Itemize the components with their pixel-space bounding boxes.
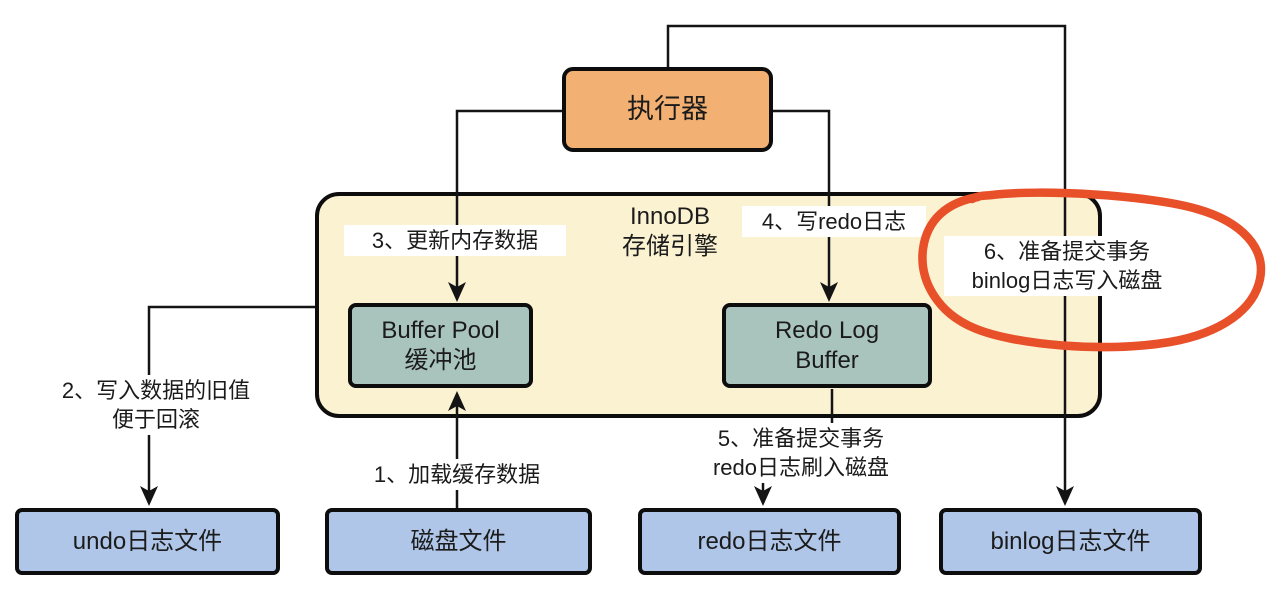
redo-log-file-node: redo日志文件 — [638, 508, 901, 575]
buffer-pool-label-line2: 缓冲池 — [404, 346, 477, 374]
innodb-engine-title: InnoDB 存储引擎 — [585, 202, 755, 262]
step3-line1: 3、更新内存数据 — [371, 228, 539, 253]
line-step4-executor-to-redo-buffer — [773, 109, 831, 289]
step4-label: 4、写redo日志 — [742, 206, 926, 238]
binlog-log-file-node: binlog日志文件 — [939, 508, 1202, 575]
step6-label: 6、准备提交事务 binlog日志写入磁盘 — [944, 236, 1190, 297]
binlog-log-file-label: binlog日志文件 — [990, 527, 1151, 555]
arrowhead-redo-file — [754, 486, 772, 506]
step6-line1: 6、准备提交事务 — [983, 239, 1151, 264]
line-step3-executor-to-buffer-pool — [455, 109, 562, 289]
step5-line2: redo日志刷入磁盘 — [712, 455, 890, 481]
step6-line2: binlog日志写入磁盘 — [971, 268, 1163, 294]
arrowhead-redo-buffer-top — [820, 282, 838, 302]
undo-log-file-label: undo日志文件 — [72, 527, 223, 555]
arrowhead-binlog — [1056, 486, 1074, 506]
executor-label: 执行器 — [627, 94, 708, 125]
step3-label: 3、更新内存数据 — [344, 225, 566, 257]
step1-line1: 1、加载缓存数据 — [373, 462, 541, 487]
buffer-pool-label-line1: Buffer Pool — [381, 317, 500, 345]
step2-line1: 2、写入数据的旧值 — [61, 378, 251, 403]
redo-log-buffer-label-line1: Redo Log — [774, 317, 880, 345]
step2-label: 2、写入数据的旧值 便于回滚 — [32, 375, 280, 436]
disk-file-label: 磁盘文件 — [410, 527, 507, 555]
innodb-engine-title-line2: 存储引擎 — [622, 233, 718, 261]
redo-log-file-label: redo日志文件 — [697, 527, 842, 555]
step4-line1: 4、写redo日志 — [761, 209, 907, 234]
arrowhead-buffer-pool-top — [448, 282, 466, 302]
arrowhead-buffer-pool-bottom-up — [448, 391, 466, 411]
disk-file-node: 磁盘文件 — [325, 508, 592, 575]
undo-log-file-node: undo日志文件 — [15, 508, 280, 575]
step5-line1: 5、准备提交事务 — [717, 426, 885, 451]
step2-line2: 便于回滚 — [111, 407, 200, 433]
arrowhead-undo-file — [140, 486, 158, 506]
executor-node: 执行器 — [562, 67, 773, 152]
innodb-engine-title-line1: InnoDB — [629, 203, 711, 230]
buffer-pool-node: Buffer Pool 缓冲池 — [348, 303, 533, 388]
redo-log-buffer-node: Redo Log Buffer — [722, 303, 932, 388]
step5-label: 5、准备提交事务 redo日志刷入磁盘 — [696, 423, 906, 484]
redo-log-buffer-label-line2: Buffer — [795, 346, 859, 374]
step1-label: 1、加载缓存数据 — [358, 459, 556, 491]
